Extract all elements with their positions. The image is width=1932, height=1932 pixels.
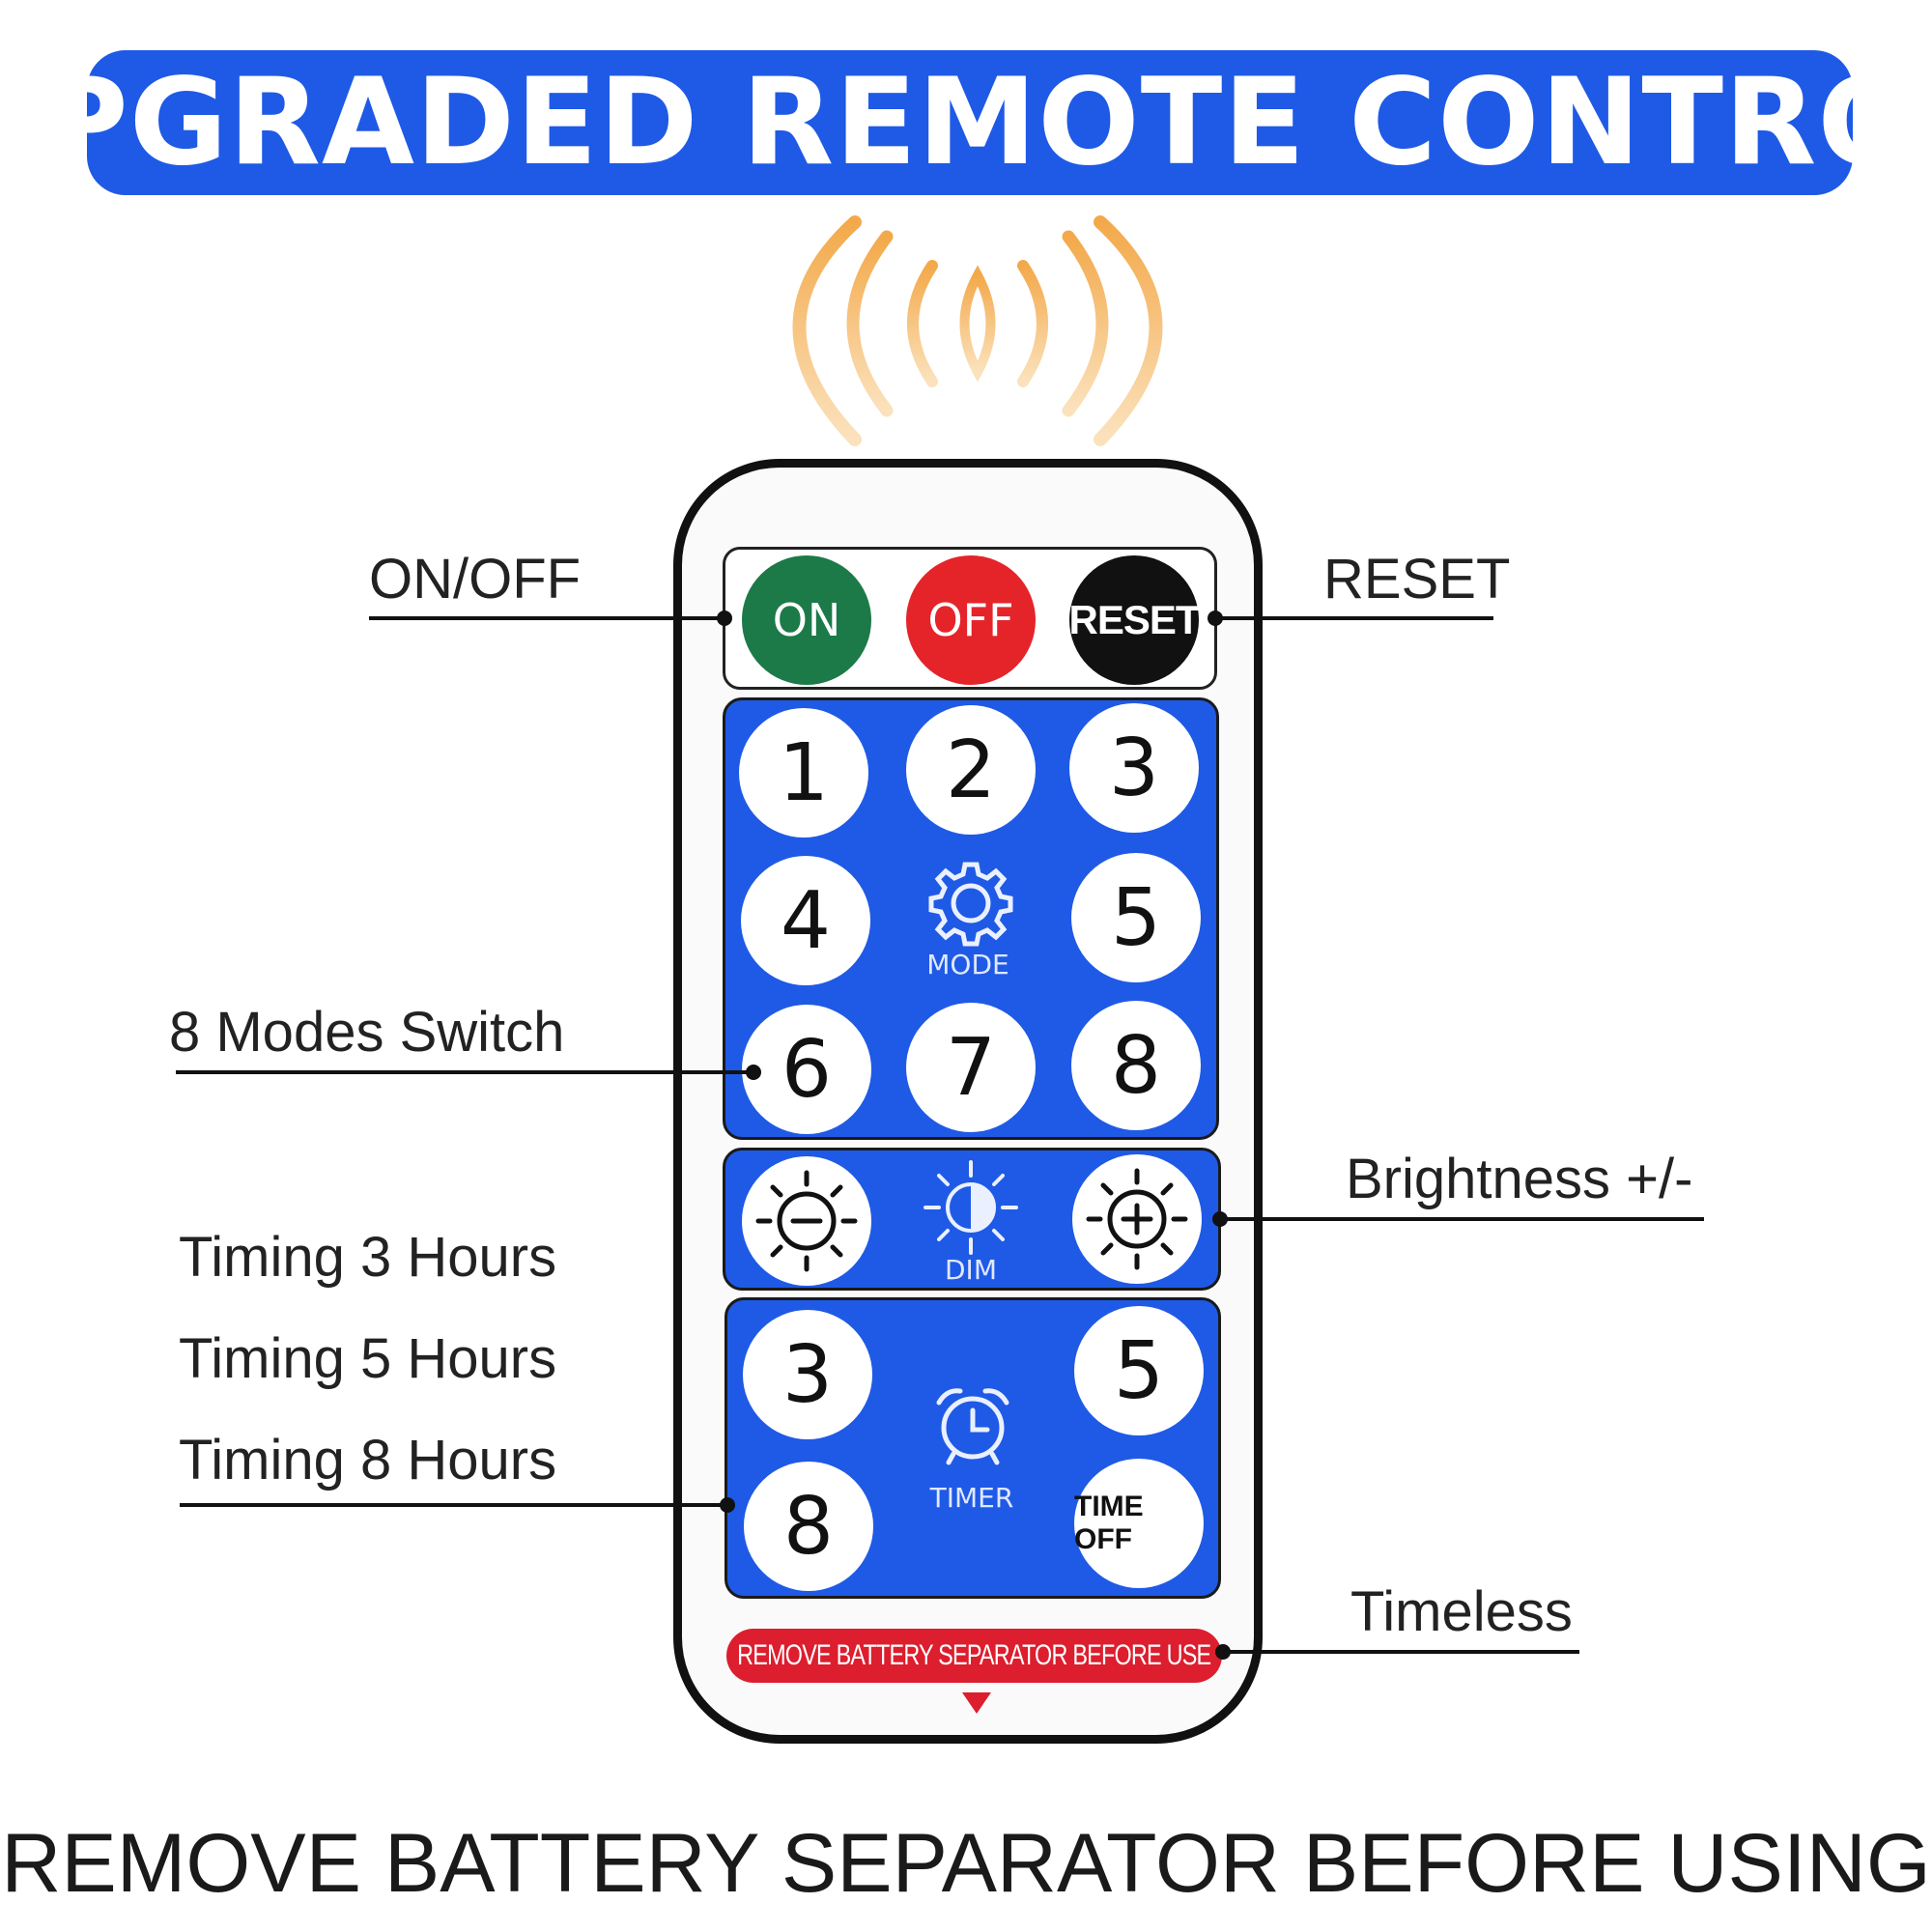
timer-8-button[interactable]: 8 xyxy=(744,1462,873,1591)
dim-label: DIM xyxy=(945,1254,997,1286)
callout-timing-3: Timing 3 Hours xyxy=(179,1226,557,1289)
callout-reset: RESET xyxy=(1323,548,1511,611)
separator-text: REMOVE BATTERY SEPARATOR BEFORE USE xyxy=(737,1639,1211,1671)
on-button[interactable]: ON xyxy=(742,555,871,685)
signal-waves-icon xyxy=(792,215,1163,446)
battery-separator-strip[interactable]: REMOVE BATTERY SEPARATOR BEFORE USE xyxy=(726,1629,1222,1683)
brightness-plus-icon xyxy=(1086,1168,1188,1270)
half-sun-icon xyxy=(923,1160,1018,1255)
gear-icon xyxy=(928,862,1013,947)
arrow-down-icon xyxy=(962,1692,991,1714)
callout-dot-reset xyxy=(1208,611,1223,626)
callout-brightness: Brightness +/- xyxy=(1346,1148,1693,1210)
callout-line-timing xyxy=(180,1503,732,1507)
callout-timeless: Timeless xyxy=(1350,1580,1573,1643)
off-button[interactable]: OFF xyxy=(906,555,1036,685)
reset-button[interactable]: RESET xyxy=(1068,555,1201,685)
callout-dot-timeless xyxy=(1215,1644,1231,1660)
alarm-clock-icon xyxy=(936,1388,1009,1465)
brightness-up-button[interactable] xyxy=(1072,1154,1202,1284)
callout-modes: 8 Modes Switch xyxy=(169,1001,565,1064)
callout-dot-timing xyxy=(720,1497,735,1513)
timer-label: TIMER xyxy=(929,1482,1014,1514)
brightness-minus-icon xyxy=(755,1170,858,1272)
mode-5-button[interactable]: 5 xyxy=(1071,853,1201,982)
mode-1-button[interactable]: 1 xyxy=(739,708,868,838)
callout-on-off: ON/OFF xyxy=(369,548,582,611)
mode-2-button[interactable]: 2 xyxy=(906,705,1036,835)
time-off-button[interactable]: TIME OFF xyxy=(1074,1459,1204,1588)
timer-3-button[interactable]: 3 xyxy=(743,1310,872,1439)
callout-line-timeless xyxy=(1222,1650,1579,1654)
timer-5-button[interactable]: 5 xyxy=(1074,1306,1204,1435)
callout-timing-5: Timing 5 Hours xyxy=(179,1327,557,1390)
callout-dot-brightness xyxy=(1212,1211,1228,1227)
mode-7-button[interactable]: 7 xyxy=(906,1003,1036,1132)
mode-3-button[interactable]: 3 xyxy=(1069,703,1199,833)
callout-timing-8: Timing 8 Hours xyxy=(179,1429,557,1492)
brightness-down-button[interactable] xyxy=(742,1156,871,1286)
title-text: UPGRADED REMOTE CONTROL xyxy=(0,53,1932,192)
footer-text: REMOVE BATTERY SEPARATOR BEFORE USING xyxy=(1,1817,1931,1910)
callout-line-on-off xyxy=(369,616,724,620)
callout-dot-modes xyxy=(746,1065,761,1080)
callout-line-brightness xyxy=(1219,1217,1704,1221)
mode-6-button[interactable]: 6 xyxy=(742,1005,871,1134)
mode-8-button[interactable]: 8 xyxy=(1071,1001,1201,1130)
mode-4-button[interactable]: 4 xyxy=(741,856,870,985)
callout-dot-on-off xyxy=(717,611,732,626)
callout-line-reset xyxy=(1215,616,1493,620)
callout-line-modes xyxy=(176,1070,755,1074)
mode-label: MODE xyxy=(926,949,1009,980)
title-banner: UPGRADED REMOTE CONTROL xyxy=(0,50,1932,195)
